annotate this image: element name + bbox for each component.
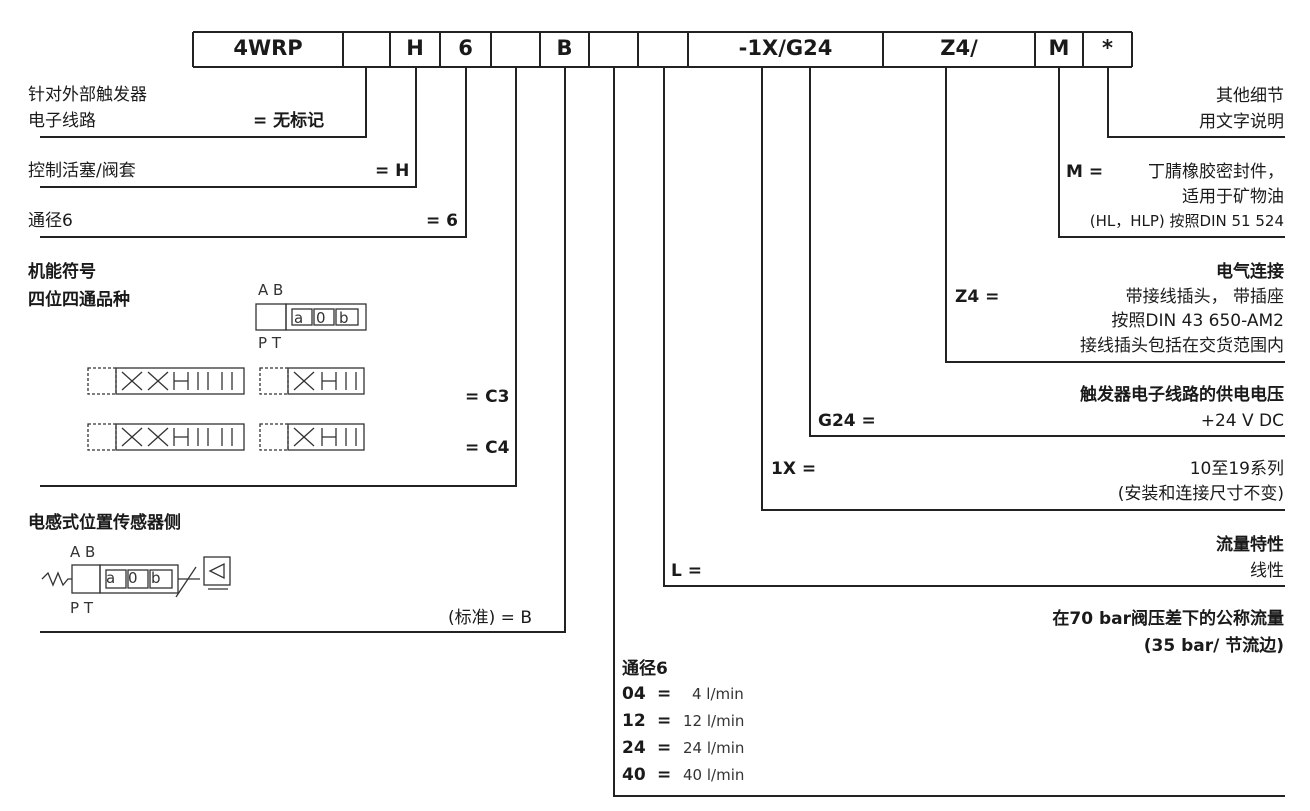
flow-row-code: 24 [622,738,646,758]
flow-row-value: 40 l/min [683,766,745,784]
code-box-connector: Z4/ [940,36,978,60]
symbol-cell-a: a [294,309,304,327]
symbol-ports-top: A B [258,281,284,299]
symbol-title1: 机能符号 [28,262,96,282]
flow-row-value: 24 l/min [683,739,745,757]
sensor-valve-symbol-icon [41,556,231,598]
details-line1: 其他细节 [1216,86,1284,106]
seal-prefix: M = [1066,162,1104,182]
series-line2: (安装和连接尺寸不变) [1117,484,1284,504]
flow-row-eq: = [657,684,672,704]
flow-row-eq: = [657,738,672,758]
code-box-details: * [1102,36,1113,60]
series-line1: 10至19系列 [1189,459,1284,479]
c3-value: = C3 [465,387,510,407]
symbol-cell-b: b [339,309,349,327]
valve-symbol-icon [255,303,367,331]
ext-trigger-line2: 电子线路 [28,111,96,131]
code-box-seal: M [1048,36,1070,60]
flow-row-eq: = [657,711,672,731]
symbol-title2: 四位四通品种 [28,290,130,310]
flow-row-code: 12 [622,711,646,731]
electrical-title: 电气连接 [1216,262,1284,282]
flow-char-value: 线性 [1250,561,1284,581]
flow-char-title: 流量特性 [1216,535,1284,555]
sensor-cell-b: b [151,569,161,587]
ext-trigger-line1: 针对外部触发器 [28,85,147,105]
spool-label: 控制活塞/阀套 [28,161,136,181]
code-box-size: 6 [458,36,473,60]
seal-line1: 丁腈橡胶密封件， [1148,162,1284,182]
flow-char-prefix: L = [671,561,702,581]
flow-row-value: 4 l/min [692,685,744,703]
c4-value: = C4 [465,438,510,458]
code-box-sensor-side: B [556,36,573,60]
flow-row-value: 12 l/min [683,712,745,730]
sensor-cell-a: a [106,569,116,587]
nominal-flow-title1: 在70 bar阀压差下的公称流量 [1052,609,1284,629]
details-line2: 用文字说明 [1199,112,1284,132]
flow-row-eq: = [657,765,672,785]
size-value: = 6 [426,211,458,231]
sensor-cell-0: 0 [128,569,138,587]
seal-line2: 适用于矿物油 [1182,187,1284,207]
flow-table-title: 通径6 [622,659,668,679]
electrical-line2: 按照DIN 43 650-AM2 [1111,311,1284,331]
sensor-ports-top: A B [70,543,96,561]
code-box-series-voltage: -1X/G24 [738,36,833,60]
voltage-value: +24 V DC [1200,411,1284,431]
voltage-title: 触发器电子线路的供电电压 [1080,385,1284,405]
electrical-line3: 接线插头包括在交货范围内 [1080,336,1284,356]
c4-spool-symbols-icon [87,423,365,451]
symbol-ports-bottom: P T [258,334,281,352]
sensor-value: (标准) = B [448,608,532,628]
electrical-line1: 带接线插头， 带插座 [1125,287,1284,307]
series-prefix: 1X = [771,459,817,479]
nominal-flow-title2: (35 bar/ 节流边) [1143,636,1284,656]
symbol-cell-0: 0 [316,309,326,327]
voltage-prefix: G24 = [818,411,876,431]
spool-value: = H [375,161,410,181]
flow-row-code: 04 [622,684,646,704]
sensor-ports-bottom: P T [70,599,93,617]
code-box-series: 4WRP [233,36,303,60]
c3-spool-symbols-icon [87,367,365,395]
size-label: 通径6 [28,211,73,231]
code-box-spool: H [406,36,424,60]
sensor-title: 电感式位置传感器侧 [28,513,181,533]
seal-line3: (HL，HLP) 按照DIN 51 524 [1089,212,1284,230]
electrical-prefix: Z4 = [955,287,1000,307]
flow-row-code: 40 [622,765,646,785]
ext-trigger-value: = 无标记 [253,111,325,131]
